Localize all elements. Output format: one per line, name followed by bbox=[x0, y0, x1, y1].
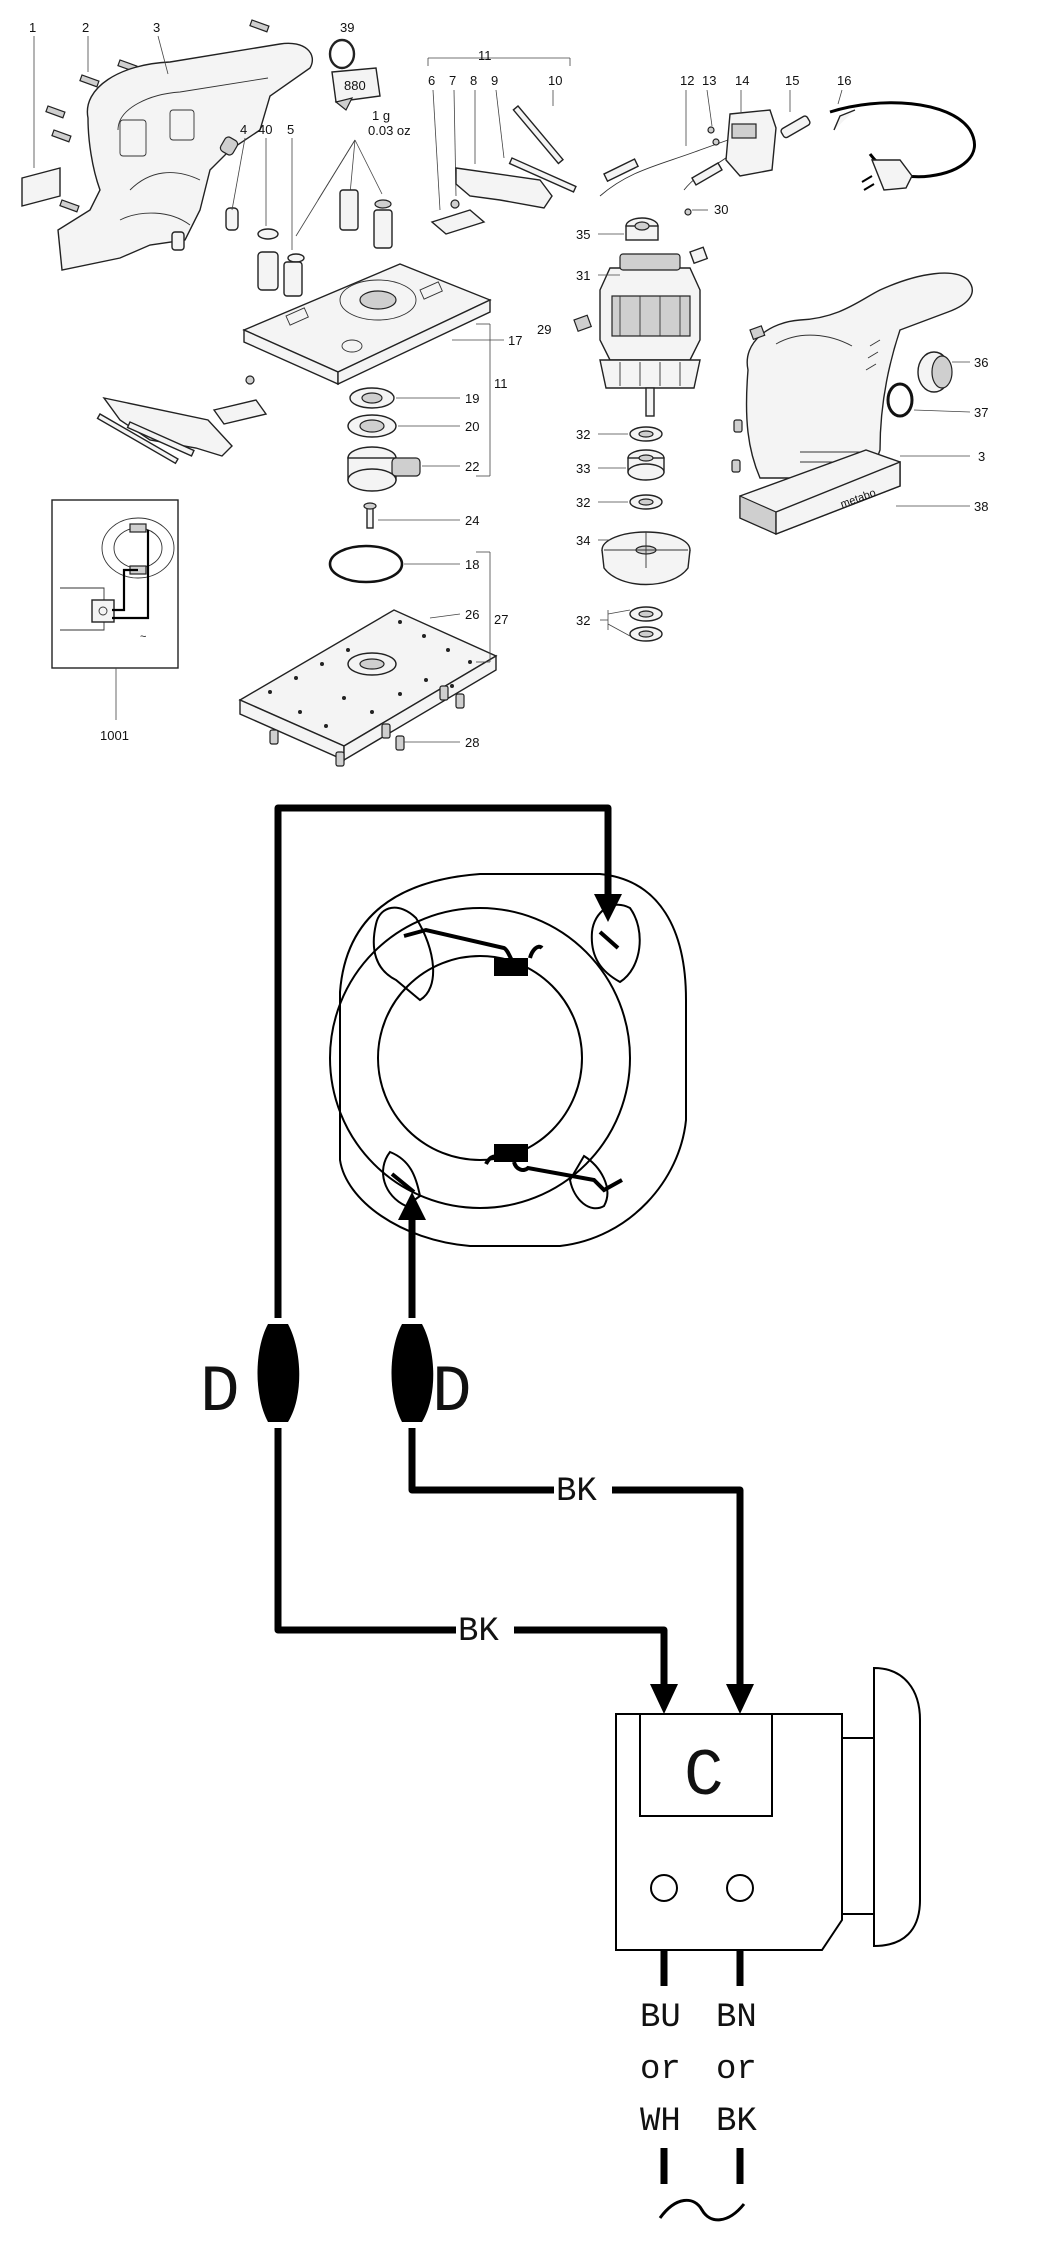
terminal-right-color-2: BK bbox=[716, 2103, 757, 2141]
o-ring-18 bbox=[328, 544, 404, 584]
svg-text:~: ~ bbox=[140, 631, 146, 643]
bushings bbox=[171, 136, 393, 297]
label-bg-lower bbox=[456, 1612, 514, 1648]
callout-2: 2 bbox=[82, 20, 89, 35]
callout-34: 34 bbox=[576, 533, 590, 548]
terminal-left-color-2: WH bbox=[640, 2103, 681, 2141]
connector-d-right bbox=[391, 1324, 434, 1422]
bearing-stack-32-33-34 bbox=[601, 426, 691, 642]
callout-7: 7 bbox=[449, 73, 456, 88]
label-wire-bk-upper: BK bbox=[556, 1473, 597, 1511]
brush-holder-top bbox=[494, 958, 528, 976]
callout-11-top: 11 bbox=[478, 48, 492, 63]
label-wire-bk-lower: BK bbox=[458, 1613, 499, 1651]
callout-36: 36 bbox=[974, 355, 988, 370]
callout-17: 17 bbox=[508, 333, 522, 348]
o-ring-39 bbox=[328, 38, 356, 70]
callout-16: 16 bbox=[837, 73, 851, 88]
callout-39: 39 bbox=[340, 20, 354, 35]
grease-tube-880: 880 bbox=[331, 67, 381, 111]
svg-text:880: 880 bbox=[344, 78, 366, 93]
callout-32-a: 32 bbox=[576, 427, 590, 442]
carbon-brush-29 bbox=[573, 314, 593, 333]
brush-holder-bottom bbox=[494, 1144, 528, 1162]
grease-amount-oz: 0.03 oz bbox=[368, 123, 411, 138]
callout-10: 10 bbox=[548, 73, 562, 88]
grease-amount: 1 g bbox=[372, 108, 390, 123]
callout-12: 12 bbox=[680, 73, 694, 88]
callout-20: 20 bbox=[465, 419, 479, 434]
terminal-left-color-1: BU bbox=[640, 1999, 681, 2037]
callout-3: 3 bbox=[153, 20, 160, 35]
callout-40: 40 bbox=[258, 122, 272, 137]
terminal-left-or: or bbox=[640, 2051, 681, 2089]
callout-33: 33 bbox=[576, 461, 590, 476]
connector-d-left bbox=[257, 1324, 300, 1422]
callout-26: 26 bbox=[465, 607, 479, 622]
callout-35: 30 bbox=[714, 202, 728, 217]
label-bg-upper bbox=[554, 1472, 612, 1508]
armature-31 bbox=[599, 246, 709, 417]
screws-2 bbox=[45, 19, 270, 213]
arrow-motor-top bbox=[594, 894, 622, 922]
callout-14: 14 bbox=[735, 73, 749, 88]
arrow-switch-right bbox=[726, 1684, 754, 1714]
callout-38: 38 bbox=[974, 499, 988, 514]
switch-c: C bbox=[615, 1666, 921, 1951]
arrow-motor-bottom bbox=[398, 1192, 426, 1220]
supply-tilde-icon bbox=[658, 2199, 746, 2222]
callout-1: 1 bbox=[29, 20, 36, 35]
wiring-diagram: D D BK BK C BU or WH BN or BK bbox=[200, 804, 921, 2222]
callout-9: 9 bbox=[491, 73, 498, 88]
assembled-sander: metabo bbox=[731, 272, 973, 536]
label-connector-d-left: D bbox=[200, 1355, 240, 1430]
callout-8: 8 bbox=[470, 73, 477, 88]
clamp-parts bbox=[430, 105, 577, 235]
callout-27: 27 bbox=[494, 612, 508, 627]
callout-32-c: 32 bbox=[576, 613, 590, 628]
callout-13: 13 bbox=[702, 73, 716, 88]
callout-4: 4 bbox=[240, 122, 247, 137]
bearing-30 bbox=[625, 217, 659, 241]
callout-6: 6 bbox=[428, 73, 435, 88]
bearing-parts-19-20-22 bbox=[347, 387, 421, 529]
terminal-right-or: or bbox=[716, 2051, 757, 2089]
type-label-plate bbox=[21, 167, 61, 207]
callout-3-assembled: 3 bbox=[978, 449, 985, 464]
lower-clamp-parts bbox=[96, 375, 268, 465]
label-switch-c: C bbox=[684, 1739, 724, 1814]
switch-and-cable bbox=[599, 101, 976, 197]
exploded-view: 1 2 3 39 880 bbox=[21, 19, 988, 767]
motor-stator bbox=[329, 873, 687, 1247]
callout-31: 31 bbox=[576, 268, 590, 283]
arrow-switch-left bbox=[650, 1684, 678, 1714]
callout-5: 5 bbox=[287, 122, 294, 137]
wiring-detail-1001: ~ bbox=[51, 499, 179, 669]
label-connector-d-right: D bbox=[432, 1355, 472, 1430]
pad-screws-28 bbox=[269, 685, 465, 767]
callout-28: 28 bbox=[465, 735, 479, 750]
terminal-right-color-1: BN bbox=[716, 1999, 757, 2037]
callout-15: 15 bbox=[785, 73, 799, 88]
housing-half-3 bbox=[57, 42, 313, 271]
callout-32-b: 32 bbox=[576, 495, 590, 510]
wire-left-to-motor bbox=[274, 804, 612, 1318]
base-plate-17 bbox=[242, 263, 492, 386]
callout-22: 22 bbox=[465, 459, 479, 474]
callout-11-middle: 11 bbox=[494, 376, 508, 391]
callout-1001: 1001 bbox=[100, 728, 129, 743]
callout-37: 37 bbox=[974, 405, 988, 420]
callout-24: 24 bbox=[465, 513, 479, 528]
callout-30: 35 bbox=[576, 227, 590, 242]
callout-18: 18 bbox=[465, 557, 479, 572]
callout-19: 19 bbox=[465, 391, 479, 406]
callout-29: 29 bbox=[537, 322, 551, 337]
